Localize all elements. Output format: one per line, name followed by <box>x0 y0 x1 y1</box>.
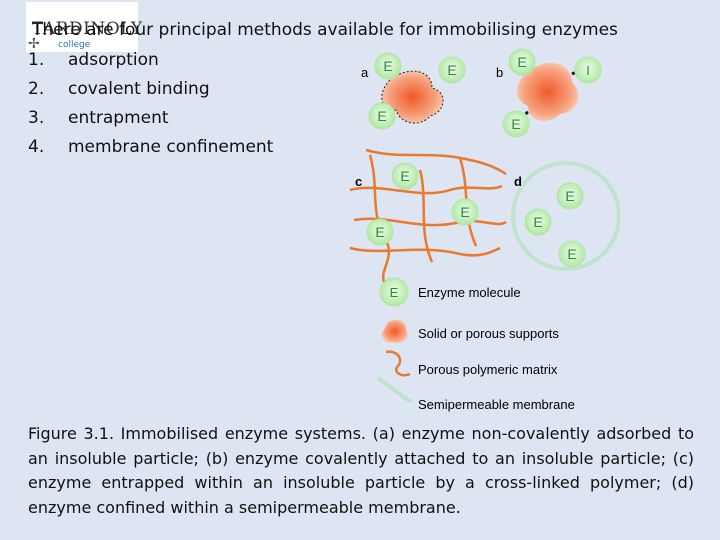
svg-text:E: E <box>390 285 399 300</box>
panel-label-d: d <box>514 174 522 189</box>
support-particle <box>516 62 579 121</box>
list-item: 2.covalent binding <box>28 79 210 99</box>
college-logo: TARDINOLY ✢ college <box>26 2 142 52</box>
panel-a-adsorption: a <box>361 65 444 124</box>
support-particle <box>381 70 444 124</box>
enzyme-molecule: E <box>524 208 552 236</box>
methods-list: 1.adsorption 2.covalent binding 3.entrap… <box>28 48 273 164</box>
semipermeable-membrane <box>511 161 620 271</box>
figure-legend: E Enzyme molecule Solid or porous suppor… <box>376 277 575 412</box>
svg-text:E: E <box>517 54 526 70</box>
legend-support-label: Solid or porous supports <box>418 326 559 341</box>
svg-text:E: E <box>383 58 392 74</box>
intro-text: There are four principal methods availab… <box>32 20 618 40</box>
enzyme-molecule: E <box>374 52 402 80</box>
immobilised-enzyme-figure: a b c d E E E E E E E E E E E I E Enzyme molecule <box>349 48 620 412</box>
legend-membrane-label: Semipermeable membrane <box>418 397 575 412</box>
enzyme-molecule: E <box>502 110 530 138</box>
figure-caption: Figure 3.1. Immobilised enzyme systems. … <box>28 424 694 517</box>
legend-matrix-label: Porous polymeric matrix <box>418 362 558 377</box>
svg-text:E: E <box>565 188 574 204</box>
logo-brand: TARDINOLY <box>32 19 143 39</box>
panel-label-a: a <box>361 65 369 80</box>
list-item: 3.entrapment <box>28 108 169 128</box>
enzyme-molecule: E <box>508 48 536 76</box>
svg-text:E: E <box>377 108 386 124</box>
svg-text:E: E <box>511 116 520 132</box>
legend-support: Solid or porous supports <box>381 319 559 344</box>
panel-label-b: b <box>496 65 503 80</box>
svg-text:I: I <box>586 63 590 78</box>
panel-c-entrapment <box>349 148 507 283</box>
inhibitor: I <box>574 56 602 84</box>
cross-icon: ✢ <box>28 36 40 52</box>
enzyme-molecule: E <box>438 56 466 84</box>
enzyme-molecule: E <box>451 198 479 226</box>
panel-b-covalent: b <box>496 62 581 121</box>
enzyme-molecules: E E E E E E E E E E E <box>366 48 586 268</box>
svg-text:E: E <box>460 204 469 220</box>
enzyme-molecule: E <box>391 162 419 190</box>
list-item: 4.membrane confinement <box>28 137 274 157</box>
enzyme-molecule: E <box>556 182 584 210</box>
enzyme-molecule: E <box>366 218 394 246</box>
svg-text:E: E <box>567 246 576 262</box>
panel-label-c: c <box>355 174 362 189</box>
legend-enzyme-label: Enzyme molecule <box>418 285 521 300</box>
enzyme-molecule: E <box>558 240 586 268</box>
legend-matrix: Porous polymeric matrix <box>385 350 558 377</box>
legend-enzyme: E Enzyme molecule <box>379 277 521 307</box>
list-item: 1.adsorption <box>28 50 159 70</box>
legend-membrane: Semipermeable membrane <box>376 376 575 412</box>
svg-text:E: E <box>447 62 456 78</box>
svg-text:E: E <box>533 214 542 230</box>
svg-text:E: E <box>375 224 384 240</box>
svg-text:E: E <box>400 168 409 184</box>
logo-sub: college <box>58 40 91 50</box>
enzyme-molecule: E <box>368 102 396 130</box>
